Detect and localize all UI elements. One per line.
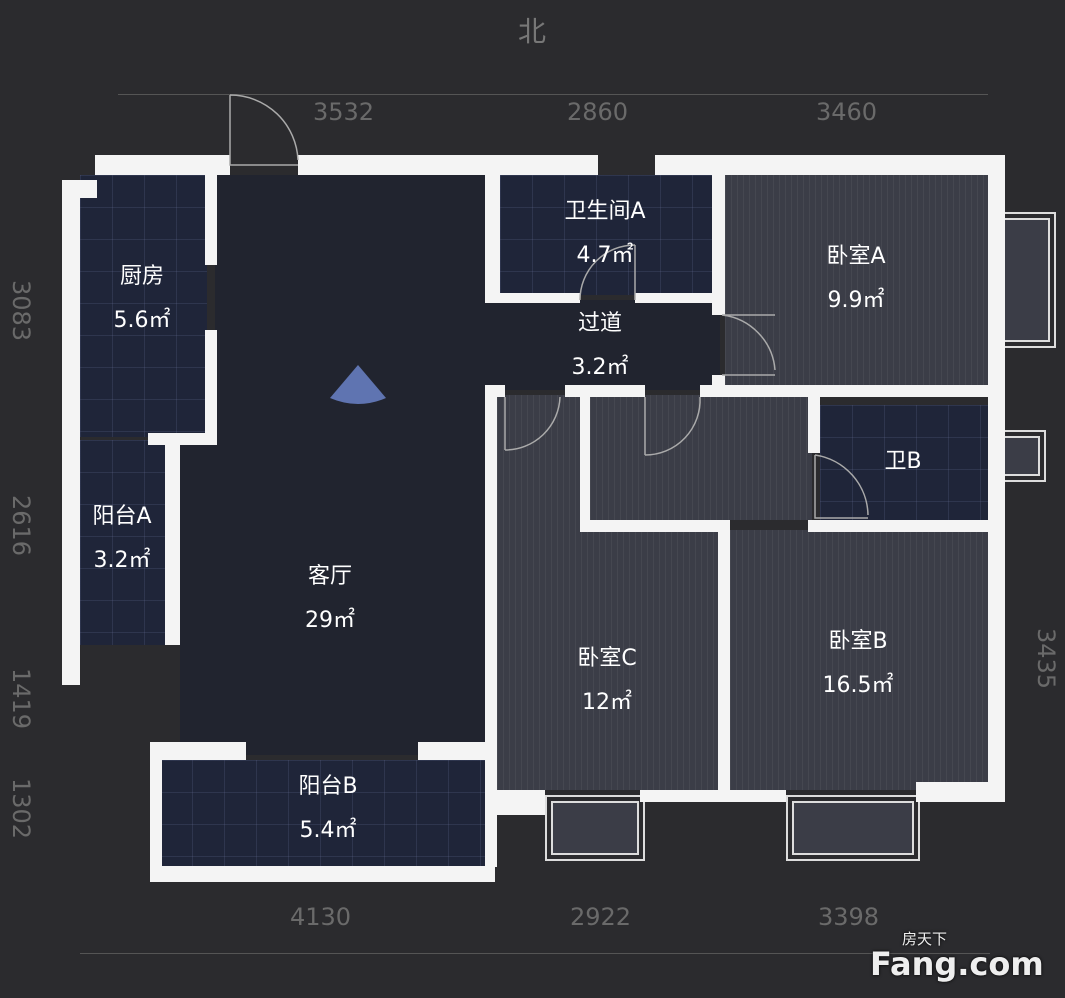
corridor-floor	[490, 300, 720, 390]
kitchen-floor	[80, 175, 207, 437]
watermark-logo: 房天下 Fang.com	[870, 928, 1044, 983]
dimension-line-bottom	[80, 953, 990, 954]
wall	[418, 742, 490, 760]
dim-bottom-3: 3398	[818, 903, 880, 931]
room-area: 5.4㎡	[299, 818, 357, 843]
wall	[485, 392, 497, 867]
balcony-b-floor	[160, 760, 485, 870]
wall	[485, 385, 505, 397]
wall	[808, 520, 1005, 532]
bedroom-a-door-icon	[721, 314, 776, 376]
wall	[298, 155, 598, 175]
wall	[205, 170, 217, 265]
compass-north: 北	[518, 15, 547, 48]
room-label-corridor: 过道 3.2㎡	[520, 302, 680, 390]
wall	[580, 395, 590, 527]
wall	[580, 520, 730, 532]
wall	[988, 155, 1005, 795]
room-area: 3.2㎡	[93, 548, 151, 573]
bathroom-a-door-icon	[579, 244, 636, 301]
room-area: 9.9㎡	[827, 288, 885, 313]
room-area: 5.6㎡	[113, 308, 171, 333]
room-name: 卧室C	[577, 646, 637, 671]
wall	[62, 180, 97, 198]
room-area: 16.5㎡	[822, 673, 894, 698]
wall	[655, 155, 1005, 175]
dim-top-2: 2860	[567, 98, 629, 126]
room-area: 12㎡	[582, 690, 632, 715]
room-label-bedroom-a: 卧室A 9.9㎡	[776, 235, 936, 323]
room-label-balcony-b: 阳台B 5.4㎡	[248, 765, 408, 853]
dim-bottom-2: 2922	[570, 903, 632, 931]
dimension-line-top	[118, 94, 988, 95]
dim-top-1: 3532	[313, 98, 375, 126]
wall	[640, 790, 786, 802]
room-name: 客厅	[307, 564, 352, 589]
wall	[635, 293, 715, 303]
bedroom-c-door-icon	[504, 396, 561, 451]
bay-window-bedroom-c	[545, 795, 645, 861]
room-name: 阳台A	[92, 504, 152, 529]
room-name: 阳台B	[298, 774, 358, 799]
wall	[718, 520, 730, 795]
room-name: 过道	[577, 311, 622, 336]
bathroom-b-floor	[820, 405, 988, 520]
bathroom-a-floor	[500, 175, 712, 295]
room-area: 4.7㎡	[576, 243, 634, 268]
wall	[150, 866, 495, 882]
bathroom-b-door-icon	[814, 454, 869, 519]
wall	[150, 742, 246, 760]
wall	[165, 440, 180, 645]
room-area: 29㎡	[305, 608, 355, 633]
wall	[150, 760, 162, 882]
wall	[62, 180, 80, 685]
wall	[485, 175, 500, 300]
room-name: 卫B	[884, 449, 922, 474]
room-name: 卧室A	[826, 244, 886, 269]
bay-window-bedroom-b	[786, 795, 920, 861]
dim-top-3: 3460	[816, 98, 878, 126]
wall	[485, 293, 580, 303]
room-label-bathroom-a: 卫生间A 4.7㎡	[525, 190, 685, 278]
dim-bottom-1: 4130	[290, 903, 352, 931]
room-label-living-room: 客厅 29㎡	[250, 555, 410, 643]
wall	[808, 395, 820, 453]
room-label-bathroom-b: 卫B	[823, 440, 983, 484]
viewpoint-icon	[330, 365, 386, 404]
room-area: 3.2㎡	[571, 355, 629, 380]
entrance-door-icon	[229, 94, 299, 166]
room-name: 卫生间A	[564, 199, 646, 224]
wall	[700, 385, 1005, 397]
balcony-a-floor	[80, 440, 167, 645]
room-label-balcony-a: 阳台A 3.2㎡	[42, 495, 202, 583]
room-label-kitchen: 厨房 5.6㎡	[62, 255, 222, 343]
bedroom-b-floor	[730, 530, 988, 790]
room-label-bedroom-c: 卧室C 12㎡	[527, 637, 687, 725]
wall	[95, 155, 230, 175]
wall	[205, 330, 217, 440]
room-name: 卧室B	[828, 629, 888, 654]
living-room-floor-lower	[180, 440, 220, 755]
room-label-bedroom-b: 卧室B 16.5㎡	[778, 620, 938, 708]
living-room-floor	[215, 175, 490, 755]
wall	[485, 790, 545, 815]
watermark-brand: Fang.com	[870, 945, 1044, 983]
wall	[712, 175, 725, 315]
bedroom-b-door-icon	[644, 396, 701, 456]
room-name: 厨房	[119, 264, 164, 289]
wall	[565, 385, 645, 397]
watermark-cn: 房天下	[902, 930, 948, 948]
bedroom-a-floor	[725, 175, 988, 388]
wall	[916, 782, 1005, 802]
bedroom-b-upper-floor	[590, 395, 812, 520]
